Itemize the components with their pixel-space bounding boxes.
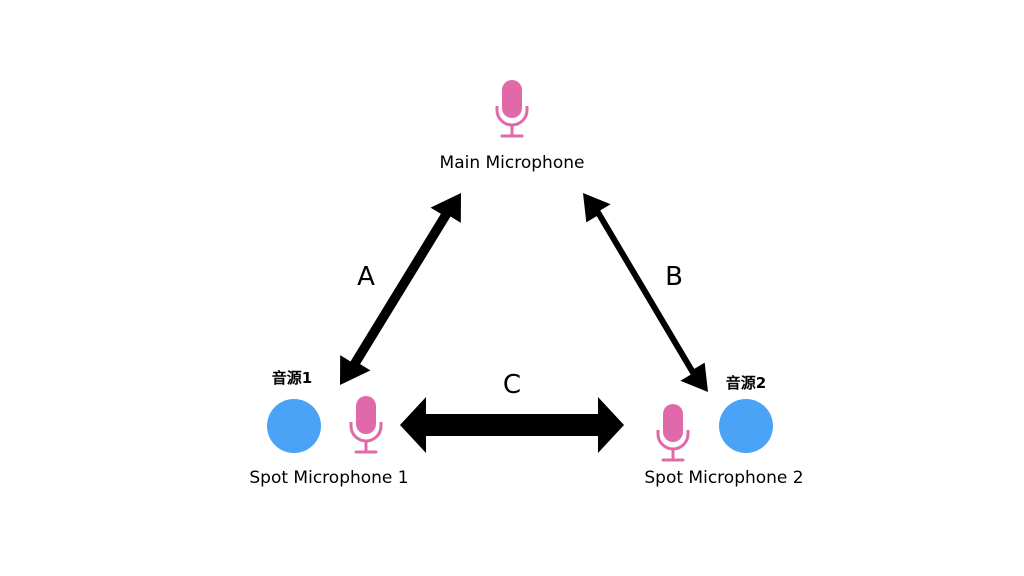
sound-source-1-label: 音源1 — [271, 369, 313, 387]
arrows-group — [340, 193, 708, 453]
connection-a-label: A — [357, 262, 375, 292]
spot-microphone-1-label: Spot Microphone 1 — [249, 468, 409, 488]
spot-microphone-2-icon — [656, 402, 690, 462]
sound-source-1-circle — [267, 399, 321, 453]
spot-microphone-1-icon — [349, 394, 383, 454]
connection-c-label: C — [502, 370, 522, 400]
sound-source-2-label: 音源2 — [725, 374, 767, 392]
arrow-c — [400, 397, 624, 453]
sound-source-2-circle — [719, 399, 773, 453]
spot-microphone-2-label: Spot Microphone 2 — [644, 468, 804, 488]
arrow-a — [340, 193, 461, 385]
main-microphone-label: Main Microphone — [439, 153, 585, 173]
arrow-b — [583, 193, 708, 392]
main-microphone-icon — [495, 78, 529, 138]
connection-b-label: B — [665, 262, 683, 292]
